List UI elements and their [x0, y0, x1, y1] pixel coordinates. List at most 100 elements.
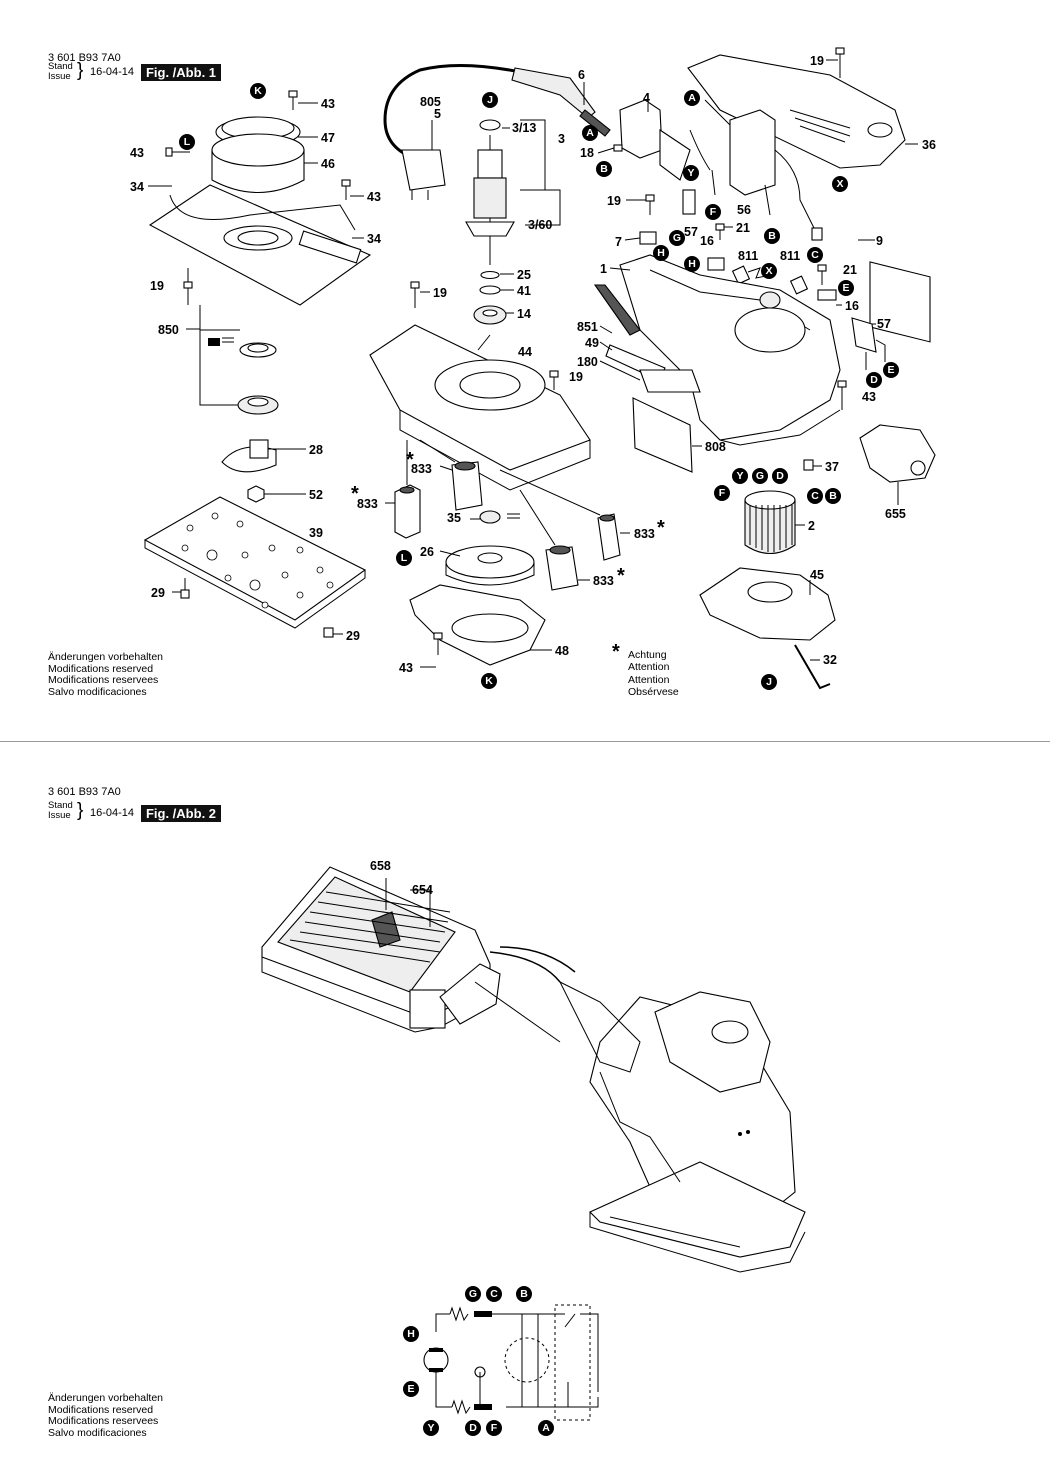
svg-text:H: H [407, 1328, 415, 1340]
callout-E: E [883, 362, 899, 378]
part-label-45: 45 [810, 568, 824, 582]
screw-19e [645, 194, 655, 215]
attention-line: Attention [628, 673, 670, 686]
svg-text:E: E [842, 282, 849, 294]
callout-H: H [403, 1326, 419, 1342]
note-line: Salvo modificaciones [48, 1426, 147, 1439]
part-34-wire [169, 194, 356, 231]
svg-text:J: J [766, 676, 772, 688]
part-label-1: 1 [600, 262, 607, 276]
screw-19d [835, 47, 845, 78]
svg-text:Y: Y [687, 167, 694, 179]
part-label-34: 34 [130, 180, 144, 194]
attention-star: * [657, 517, 665, 539]
part-label-21: 21 [843, 263, 857, 277]
note-line: Modifications reserved [48, 662, 154, 675]
part-label-28: 28 [309, 443, 323, 457]
callout-F: F [714, 485, 730, 501]
screw-19c [549, 370, 559, 390]
attention-star: * [617, 565, 625, 587]
part-25-washer [480, 270, 500, 280]
part-label-811: 811 [738, 249, 758, 263]
callout-X: X [832, 176, 848, 192]
stand-label: Stand [48, 61, 73, 72]
part-45-bearing-plate [699, 567, 836, 641]
svg-text:D: D [870, 374, 878, 386]
part-label-3: 3 [558, 132, 565, 146]
svg-text:G: G [469, 1288, 477, 1300]
callout-Y: Y [683, 165, 699, 181]
issue-date: 16-04-14 [90, 807, 135, 819]
svg-text:K: K [254, 85, 262, 97]
part-label-16: 16 [700, 234, 714, 248]
part-label-36: 36 [922, 138, 936, 152]
svg-text:Y: Y [736, 470, 743, 482]
callout-C: C [807, 488, 823, 504]
bracket-850 [199, 305, 240, 406]
figure-1-sheet: 3 601 B93 7A0 Stand Issue } 16-04-14 Fig… [48, 47, 936, 698]
svg-text:F: F [491, 1422, 498, 1434]
part-label-49: 49 [585, 336, 599, 350]
svg-text:B: B [520, 1288, 528, 1300]
part-number: 3 601 B93 7A0 [48, 786, 121, 798]
part-label-57: 57 [877, 317, 891, 331]
svg-text:G: G [756, 470, 764, 482]
part-label-56: 56 [737, 203, 751, 217]
svg-text:A: A [542, 1422, 550, 1434]
callout-L: L [179, 134, 195, 150]
grease-symbol [507, 513, 520, 519]
part-3-armature-core [473, 177, 507, 219]
part-16-holder-a [707, 257, 725, 271]
svg-text:H: H [688, 258, 696, 270]
callout-G: G [465, 1286, 481, 1302]
callout-D: D [465, 1420, 481, 1436]
part-label-19: 19 [607, 194, 621, 208]
callout-Y: Y [423, 1420, 439, 1436]
leader-lines [148, 59, 918, 668]
part-label-43: 43 [321, 97, 335, 111]
part-label-39: 39 [309, 526, 323, 540]
part-label-3-60: 3/60 [528, 218, 552, 232]
part-3-13-bearing [479, 119, 501, 131]
figure-tag: Fig. /Abb. 2 [141, 805, 221, 822]
svg-text:X: X [765, 265, 772, 277]
svg-text:D: D [776, 470, 784, 482]
wiring-diagram [423, 1304, 599, 1421]
part-label-35: 35 [447, 511, 461, 525]
part-label-44: 44 [518, 345, 532, 359]
svg-text:A: A [688, 92, 696, 104]
part-label-43: 43 [399, 661, 413, 675]
callout-F: F [486, 1420, 502, 1436]
svg-text:C: C [490, 1288, 498, 1300]
part-label-805: 805 [420, 95, 441, 109]
figure-2-sheet: 3 601 B93 7A0 Stand Issue } 16-04-14 Fig… [0, 742, 1050, 1484]
part-label-37: 37 [825, 460, 839, 474]
callout-C: C [807, 247, 823, 263]
screw-29b [323, 627, 334, 638]
part-label-833: 833 [357, 497, 378, 511]
callout-L: L [396, 550, 412, 566]
screw-43e [837, 380, 847, 410]
part-label-658: 658 [370, 859, 391, 873]
svg-text:J: J [487, 94, 493, 106]
part-label-32: 32 [823, 653, 837, 667]
part-label-52: 52 [309, 488, 323, 502]
part-label-19: 19 [150, 279, 164, 293]
part-label-180: 180 [577, 355, 598, 369]
brace-glyph: } [77, 800, 84, 821]
svg-text:B: B [768, 230, 776, 242]
part-2-field-stator [744, 499, 796, 555]
callout-J: J [482, 92, 498, 108]
part-833-block-d [545, 545, 579, 591]
svg-text:E: E [407, 1383, 414, 1395]
attention-line: Attention [628, 661, 670, 674]
svg-text:F: F [710, 206, 717, 218]
part-label-34: 34 [367, 232, 381, 246]
part-label-16: 16 [845, 299, 859, 313]
part-label-3-13: 3/13 [512, 121, 536, 135]
screw-43a [288, 90, 298, 110]
part-3-60-fan [465, 221, 515, 237]
svg-text:D: D [469, 1422, 477, 1434]
callout-B: B [825, 488, 841, 504]
callout-D: D [866, 372, 882, 388]
